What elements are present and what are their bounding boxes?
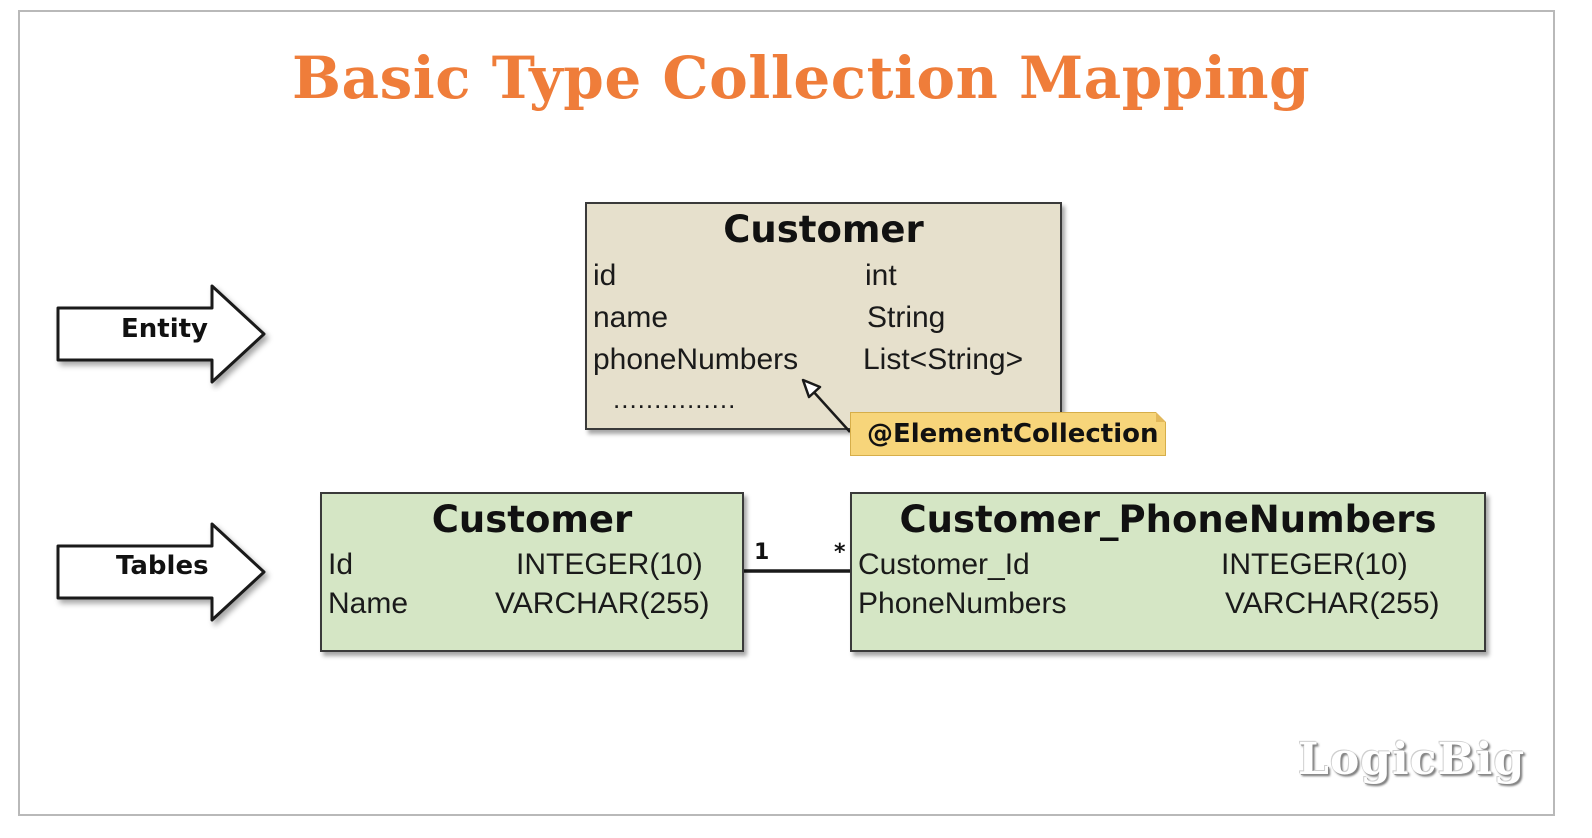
right-multiplicity: * [834, 540, 846, 565]
entity-class-box: Customer id int name String phoneNumbers… [585, 202, 1062, 430]
note-fold [1156, 412, 1166, 422]
table-column-name: Id [328, 548, 354, 581]
table-column-type: VARCHAR(255) [1225, 587, 1440, 620]
tables-arrow-shape [56, 522, 266, 622]
left-multiplicity: 1 [754, 540, 770, 565]
tables-arrow-label: Tables [116, 551, 209, 581]
table-column-type: INTEGER(10) [1221, 548, 1408, 581]
entity-ellipsis: ............... [613, 384, 737, 414]
entity-field-name: id [593, 259, 617, 292]
table-column-name: PhoneNumbers [858, 587, 1067, 620]
annotation-text: @ElementCollection [867, 419, 1159, 449]
phone-numbers-table-box: Customer_PhoneNumbers Customer_Id INTEGE… [850, 492, 1486, 652]
entity-field-type: List<String> [863, 343, 1024, 376]
customer-table-name: Customer [431, 498, 633, 541]
customer-table-box: Customer Id INTEGER(10) Name VARCHAR(255… [320, 492, 744, 652]
table-column-name: Customer_Id [858, 548, 1030, 581]
phone-numbers-table-name: Customer_PhoneNumbers [899, 498, 1437, 541]
entity-field-type: String [867, 301, 946, 334]
table-column-type: INTEGER(10) [516, 548, 703, 581]
diagram-title: Basic Type Collection Mapping [292, 44, 1311, 112]
entity-arrow-label: Entity [121, 314, 208, 344]
entity-arrow-shape [56, 284, 266, 384]
table-column-type: VARCHAR(255) [495, 587, 710, 620]
entity-field-type: int [865, 259, 897, 292]
entity-class-name: Customer [723, 208, 924, 251]
entity-field-name: phoneNumbers [593, 343, 799, 376]
element-collection-note: @ElementCollection [850, 412, 1166, 456]
table-column-name: Name [328, 587, 409, 620]
logicbig-logo: LogicBig [1298, 734, 1526, 785]
entity-field-name: name [593, 301, 669, 334]
